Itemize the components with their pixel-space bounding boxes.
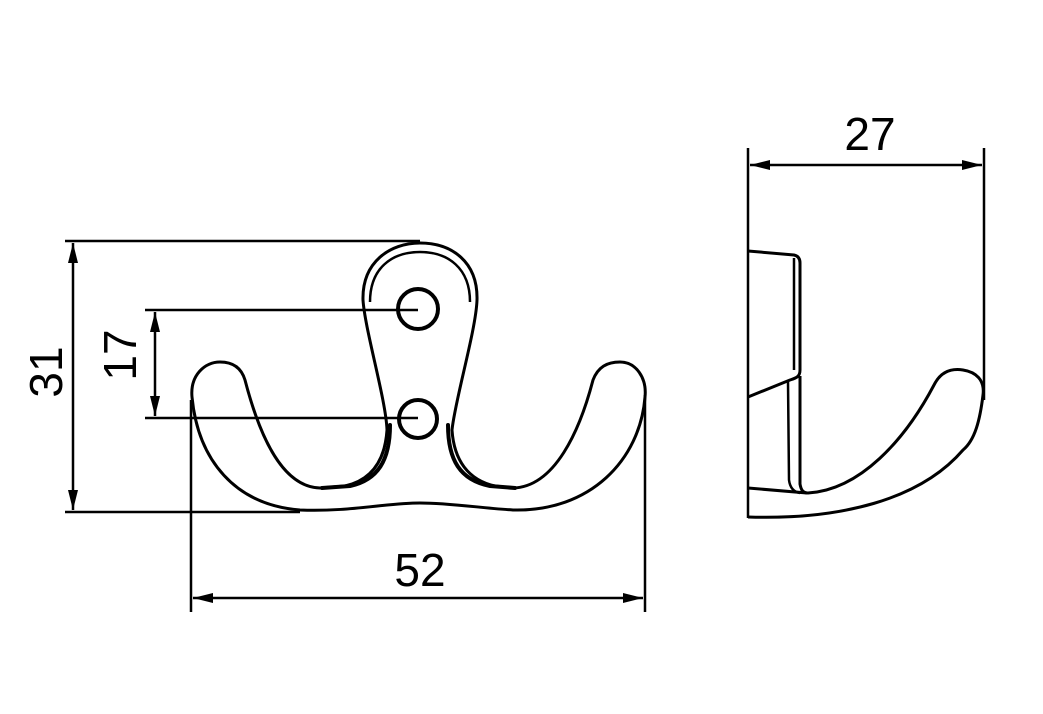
side-base-line bbox=[747, 486, 808, 495]
side-hook-profile bbox=[747, 368, 985, 519]
plate-inner-edge bbox=[368, 250, 472, 303]
front-view: 31 17 52 bbox=[20, 239, 647, 612]
dimension-label-height: 31 bbox=[20, 346, 72, 397]
mounting-hole-top bbox=[396, 287, 440, 331]
dimension-label-width: 52 bbox=[394, 544, 445, 596]
dimension-label-depth: 27 bbox=[844, 108, 895, 160]
side-view: 27 bbox=[746, 108, 986, 519]
dimension-label-hole-spacing: 17 bbox=[94, 329, 146, 380]
left-hook-inner-rim bbox=[320, 423, 392, 490]
right-hook-inner-rim bbox=[446, 423, 517, 490]
hook-outline bbox=[190, 241, 647, 512]
mounting-hole-bottom bbox=[397, 398, 439, 440]
side-plate bbox=[747, 249, 802, 399]
